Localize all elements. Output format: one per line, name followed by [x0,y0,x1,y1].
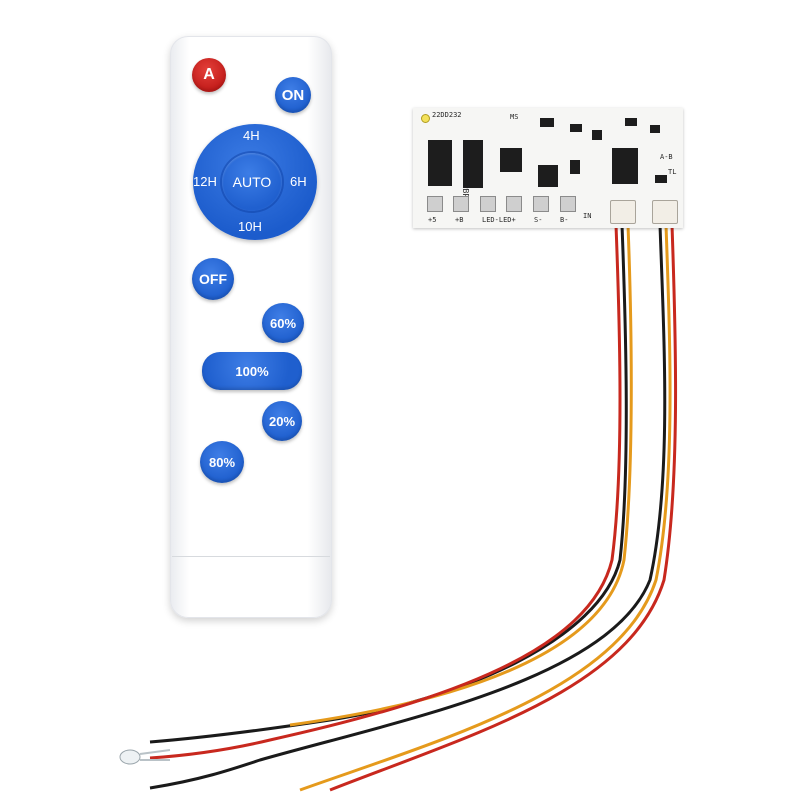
wire-red-1 [149,224,622,760]
pcb-smd-7 [570,160,580,174]
pcb-indicator-led [421,114,430,123]
pcb-pad-label-b-minus: B- [560,216,569,224]
pcb-ic-3 [500,148,522,172]
on-button[interactable]: ON [275,77,311,113]
pcb-date-code: 22DD232 [432,111,462,119]
pcb-connector-left[interactable] [610,200,636,224]
wire-orange-2 [299,224,672,792]
dpad-left-12h[interactable]: 12H [193,174,217,189]
pcb-pad-6 [560,196,576,212]
remote-seam [172,556,330,557]
pcb-smd-1 [540,118,554,127]
pcb-pad-4 [506,196,522,212]
pcb-smd-6 [655,175,667,183]
pcb-ic-2 [463,140,483,188]
a-button[interactable]: A [192,58,226,92]
wire-black-2 [149,224,667,790]
led-leg [139,749,171,761]
pcb-pad-label-5v: +5 [428,216,437,224]
pcb-smd-5 [650,125,660,133]
pcb-ic-5 [612,148,638,184]
brightness-60-button[interactable]: 60% [262,303,304,343]
pcb-in-label: IN [583,212,592,220]
pcb-ic-4 [538,165,558,187]
pcb-ms-label: MS [510,113,519,121]
pcb-pad-label-s-minus: S- [534,216,543,224]
dpad-up-4h[interactable]: 4H [243,128,260,143]
pcb-pad-3 [480,196,496,212]
wire-orange-1 [289,224,633,727]
brightness-80-button[interactable]: 80% [200,441,244,483]
pcb-pad-2 [453,196,469,212]
pcb-smd-2 [570,124,582,132]
auto-button[interactable]: AUTO [222,153,282,211]
wire-black-1 [149,224,628,744]
brightness-100-button[interactable]: 100% [202,352,302,390]
pcb-pad-label-b-plus: +B [455,216,464,224]
led-bulb [119,749,141,765]
off-button[interactable]: OFF [192,258,234,300]
pcb-ab-label: A-B [660,153,673,161]
pcb-pad-1 [427,196,443,212]
pcb-smd-4 [625,118,637,126]
dpad-down-10h[interactable]: 10H [238,219,262,234]
pcb-pad-label-led: LED-LED+ [482,216,516,224]
wire-red-2 [329,224,678,792]
pcb-tl-label: TL [668,168,677,176]
pcb-ic-1 [428,140,452,186]
dpad-right-6h[interactable]: 6H [290,174,307,189]
pcb-connector-right[interactable] [652,200,678,224]
pcb-pad-5 [533,196,549,212]
pcb-smd-3 [592,130,602,140]
brightness-20-button[interactable]: 20% [262,401,302,441]
